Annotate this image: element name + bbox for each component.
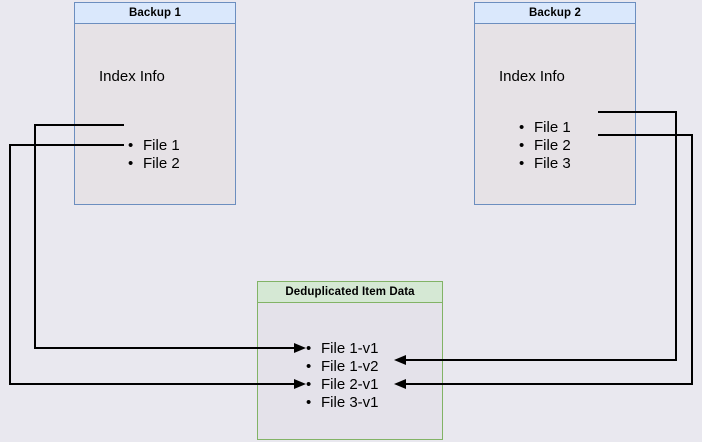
node-backup-1-body: Index Info File 1 File 2 bbox=[75, 24, 235, 204]
list-item[interactable]: File 3-v1 bbox=[306, 394, 379, 412]
node-deduplicated-item-data-body: File 1-v1 File 1-v2 File 2-v1 File 3-v1 bbox=[258, 303, 442, 439]
list-item[interactable]: File 1-v2 bbox=[306, 358, 379, 376]
list-item[interactable]: File 1-v1 bbox=[306, 340, 379, 358]
node-deduplicated-file-list: File 1-v1 File 1-v2 File 2-v1 File 3-v1 bbox=[306, 340, 379, 412]
node-backup-2-body: Index Info File 1 File 2 File 3 bbox=[475, 24, 635, 204]
node-backup-1-caption: Index Info bbox=[99, 68, 165, 85]
list-item[interactable]: File 2 bbox=[519, 137, 571, 155]
list-item[interactable]: File 1 bbox=[519, 119, 571, 137]
node-backup-2-file-list: File 1 File 2 File 3 bbox=[519, 119, 571, 173]
node-backup-2[interactable]: Backup 2 Index Info File 1 File 2 File 3 bbox=[474, 2, 636, 205]
node-deduplicated-item-data[interactable]: Deduplicated Item Data File 1-v1 File 1-… bbox=[257, 281, 443, 440]
node-backup-1-file-list: File 1 File 2 bbox=[128, 137, 180, 173]
list-item[interactable]: File 2 bbox=[128, 155, 180, 173]
node-backup-1-header: Backup 1 bbox=[75, 3, 235, 24]
node-backup-2-caption: Index Info bbox=[499, 68, 565, 85]
node-backup-1[interactable]: Backup 1 Index Info File 1 File 2 bbox=[74, 2, 236, 205]
list-item[interactable]: File 2-v1 bbox=[306, 376, 379, 394]
list-item[interactable]: File 3 bbox=[519, 155, 571, 173]
list-item[interactable]: File 1 bbox=[128, 137, 180, 155]
node-deduplicated-item-data-header: Deduplicated Item Data bbox=[258, 282, 442, 303]
node-backup-2-header: Backup 2 bbox=[475, 3, 635, 24]
